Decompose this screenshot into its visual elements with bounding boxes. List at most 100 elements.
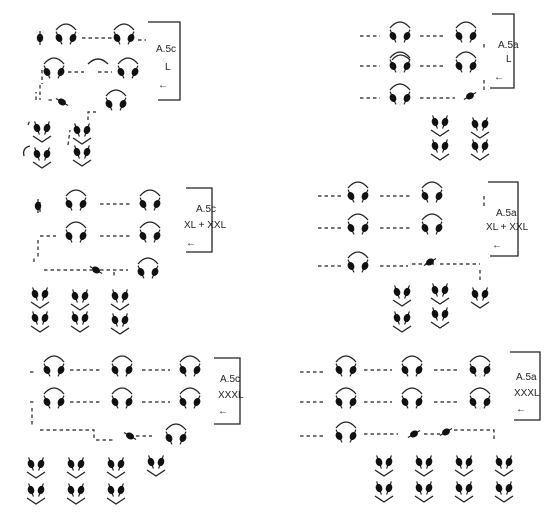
bead-stitch-icon — [393, 313, 401, 323]
panel-a5c-xxxl-arrow: ← — [218, 406, 228, 417]
bead-stitch-icon — [58, 98, 66, 106]
bead-stitch-icon — [403, 93, 411, 103]
bead-stitch-icon — [415, 397, 423, 407]
bead-stitch-icon — [41, 313, 49, 323]
bead-stitch-icon — [403, 287, 411, 297]
bead-stitch-icon — [27, 485, 35, 495]
bead-stitch-icon — [403, 61, 411, 71]
bead-stitch-icon — [441, 285, 449, 295]
bead-stitch-icon — [81, 313, 89, 323]
panel-a5a-xxxl-title: A.5a — [516, 372, 537, 383]
shell-stitch-icon — [494, 495, 514, 503]
bead-stitch-icon — [113, 33, 121, 43]
bead-stitch-icon — [469, 397, 477, 407]
bead-stitch-icon — [111, 291, 119, 301]
fan-stitch-icon — [421, 213, 443, 221]
fan-stitch-icon — [455, 21, 477, 29]
bead-stitch-icon — [505, 483, 513, 493]
shell-stitch-icon — [30, 325, 50, 333]
shell-stitch-icon — [470, 153, 490, 161]
bead-stitch-icon — [347, 223, 355, 233]
fan-stitch-icon — [43, 57, 65, 65]
bead-stitch-icon — [111, 315, 119, 325]
bead-stitch-icon — [125, 397, 133, 407]
bead-stitch-icon — [435, 223, 443, 233]
bead-stitch-icon — [483, 397, 491, 407]
fan-stitch-icon — [469, 355, 491, 363]
fan-stitch-icon — [455, 51, 477, 59]
bead-stitch-icon — [179, 397, 187, 407]
bead-stitch-icon — [77, 485, 85, 495]
bead-stitch-icon — [117, 485, 125, 495]
fan-stitch-icon — [139, 189, 161, 197]
fan-stitch-icon — [347, 213, 369, 221]
bead-stitch-icon — [465, 483, 473, 493]
shell-stitch-icon — [72, 137, 92, 145]
bead-stitch-icon — [79, 199, 87, 209]
bead-stitch-icon — [466, 92, 474, 100]
bead-stitch-icon — [119, 99, 127, 109]
bead-stitch-icon — [43, 397, 51, 407]
bead-stitch-icon — [139, 231, 147, 241]
fan-stitch-icon — [65, 189, 87, 197]
bead-stitch-icon — [37, 485, 45, 495]
bead-stitch-icon — [471, 119, 479, 129]
bead-stitch-icon — [389, 61, 397, 71]
bead-stitch-icon — [361, 191, 369, 201]
bead-stitch-icon — [71, 291, 79, 301]
fan-stitch-icon — [165, 423, 187, 431]
bead-stitch-icon — [65, 231, 73, 241]
bead-stitch-icon — [43, 123, 51, 133]
shell-stitch-icon — [430, 321, 450, 329]
fan-stitch-icon — [43, 355, 65, 363]
bead-stitch-icon — [43, 365, 51, 375]
bead-stitch-icon — [81, 291, 89, 301]
shell-stitch-icon — [110, 327, 130, 335]
bead-stitch-icon — [471, 289, 479, 299]
bead-stitch-icon — [375, 457, 383, 467]
panel-a5a-xxxl-arrow: ← — [516, 404, 526, 415]
shell-stitch-icon — [430, 297, 450, 305]
panel-a5a-xl-bracket — [488, 181, 519, 257]
bead-stitch-icon — [389, 31, 397, 41]
fan-stitch-icon — [111, 387, 133, 395]
panel-a5c-xl-size: XL + XXL — [184, 220, 227, 231]
bead-stitch-icon — [193, 365, 201, 375]
bead-stitch-icon — [67, 459, 75, 469]
panel-a5c-l-title: A.5c — [156, 44, 176, 55]
shell-stitch-icon — [414, 469, 434, 477]
bead-stitch-icon — [481, 141, 489, 151]
panel-a5c-l: A.5c L ← — [27, 21, 181, 146]
bead-stitch-icon — [425, 483, 433, 493]
bead-stitch-icon — [349, 431, 357, 441]
panel-a5c-xl-title: A.5c — [196, 204, 216, 215]
fan-stitch-icon — [389, 51, 411, 59]
panel-a5c-xl-bracket — [186, 187, 213, 253]
bead-stitch-icon — [83, 147, 91, 157]
bead-stitch-icon — [349, 365, 357, 375]
bead-stitch-icon — [393, 287, 401, 297]
bead-stitch-icon — [455, 31, 463, 41]
panel-a5a-l-arrow: ← — [494, 72, 504, 83]
panel-a5c-l-bracket — [148, 21, 181, 101]
shell-stitch-icon — [110, 303, 130, 311]
shell-stitch-icon — [454, 469, 474, 477]
fan-stitch-icon — [389, 83, 411, 91]
bead-stitch-icon — [41, 289, 49, 299]
bead-stitch-icon — [111, 397, 119, 407]
fan-stitch-icon — [105, 89, 127, 97]
bead-stitch-icon — [165, 433, 173, 443]
bead-stitch-icon — [121, 315, 129, 325]
bead-stitch-icon — [481, 119, 489, 129]
bead-stitch-icon — [69, 33, 77, 43]
stitch-symbols — [22, 21, 514, 505]
bead-stitch-icon — [347, 261, 355, 271]
bead-stitch-icon — [73, 147, 81, 157]
bead-stitch-icon — [401, 397, 409, 407]
shell-stitch-icon — [430, 129, 450, 137]
bead-stitch-icon — [403, 313, 411, 323]
shell-stitch-icon — [66, 471, 86, 479]
bead-stitch-icon — [73, 125, 81, 135]
shell-stitch-icon — [72, 159, 92, 167]
